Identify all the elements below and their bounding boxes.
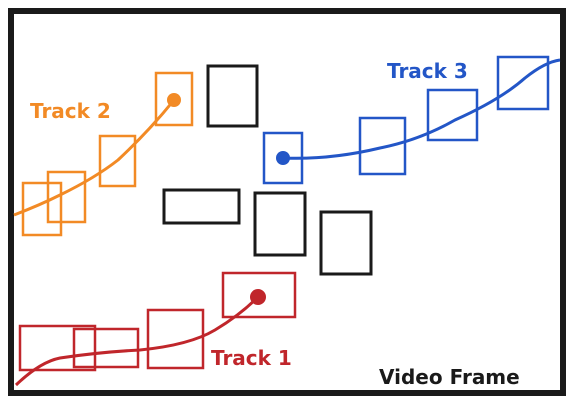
track-1-head <box>250 289 266 305</box>
track-3-box <box>426 88 479 142</box>
track-3 <box>262 55 561 185</box>
track-2-box <box>98 134 137 188</box>
untracked-box <box>206 64 259 128</box>
track-3-head <box>276 151 290 165</box>
track-3-box <box>358 116 407 176</box>
track-2-box <box>21 181 63 237</box>
track-2 <box>13 71 194 237</box>
track-2-box <box>46 170 87 224</box>
track-1-box <box>146 308 205 370</box>
untracked-detections <box>162 64 373 276</box>
track-1-box <box>72 327 140 369</box>
untracked-box <box>253 191 307 257</box>
track-1-box <box>18 324 97 372</box>
track-2-head <box>167 93 181 107</box>
track-3-path <box>282 58 561 160</box>
track-1-label: Track 1 <box>211 346 292 370</box>
track-1-box <box>221 271 297 319</box>
track-1-path <box>14 295 260 387</box>
track-2-box <box>154 71 194 127</box>
track-3-box <box>496 55 550 111</box>
track-2-label: Track 2 <box>30 99 111 123</box>
untracked-box <box>162 188 241 225</box>
video-frame-label: Video Frame <box>379 365 520 389</box>
track-1 <box>14 271 297 387</box>
untracked-box <box>319 210 373 276</box>
track-3-label: Track 3 <box>387 59 468 83</box>
track-2-path <box>13 99 176 217</box>
